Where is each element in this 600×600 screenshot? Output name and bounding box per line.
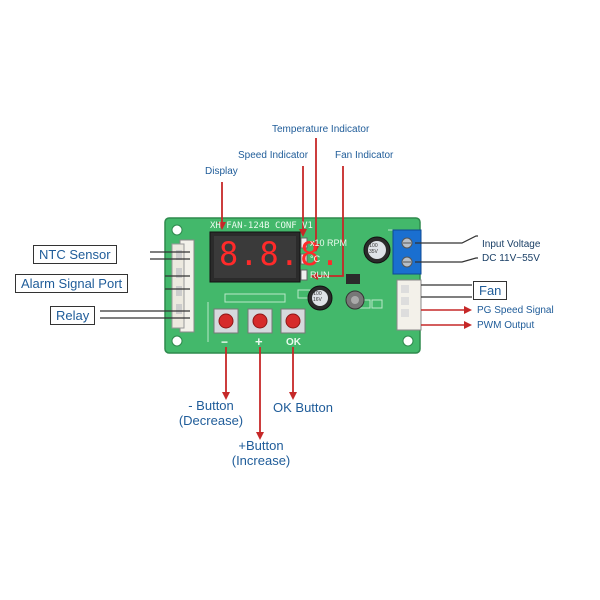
plus-button[interactable] (247, 308, 273, 334)
indicator-arrows (218, 138, 344, 280)
board-silkscreen: XH FAN-124B CONF V1 (210, 221, 313, 231)
relay-label: Relay (50, 306, 96, 325)
right-signal-arrows (421, 306, 472, 329)
minus-button[interactable] (213, 308, 239, 334)
left-label-lines (100, 251, 190, 319)
right-label-lines (415, 235, 478, 298)
plus-button-label-line1: +Button (238, 438, 284, 453)
inductor (345, 290, 365, 310)
celsius-label: °C (310, 254, 321, 264)
speed-indicator-label: Speed Indicator (238, 150, 309, 161)
ok-button[interactable] (280, 308, 306, 334)
display-digits: 8.8.8. (219, 235, 341, 273)
x10rpm-label: x10 RPM (310, 238, 348, 248)
fan-label: Fan (473, 281, 508, 300)
capacitor-top (363, 236, 391, 264)
minus-silk: − (221, 335, 229, 349)
fan-indicator-label: Fan Indicator (335, 150, 394, 161)
indicator-leds (300, 237, 308, 281)
button-arrows (222, 347, 297, 440)
pwm-output-label: PWM Output (477, 320, 535, 331)
minus-button-label-line2: (Decrease) (178, 413, 244, 428)
capacitor-middle-text: 100 16V (313, 291, 322, 303)
capacitor-top-text: 100 35V (369, 243, 378, 255)
fan-connector (396, 279, 422, 331)
display-label: Display (205, 166, 238, 177)
alarm-signal-port-label: Alarm Signal Port (15, 274, 129, 293)
ic-chip (346, 274, 360, 284)
seven-segment-display (209, 231, 301, 283)
pg-speed-signal-label: PG Speed Signal (477, 305, 554, 316)
minus-button-label-line1: - Button (188, 398, 234, 413)
power-terminal (392, 229, 422, 275)
plus-button-label-line2: (Increase) (231, 453, 291, 468)
temperature-indicator-label: Temperature Indicator (272, 124, 370, 135)
left-connector (171, 239, 195, 333)
run-label: RUN (310, 270, 330, 280)
plus-silk: + (255, 334, 263, 349)
input-voltage-range-label: DC 11V~55V (482, 253, 540, 264)
capacitor-middle (307, 285, 333, 311)
ok-button-label: OK Button (273, 400, 333, 415)
ok-silk: OK (286, 337, 301, 348)
ntc-sensor-label: NTC Sensor (33, 245, 117, 264)
input-voltage-label: Input Voltage (482, 239, 541, 250)
